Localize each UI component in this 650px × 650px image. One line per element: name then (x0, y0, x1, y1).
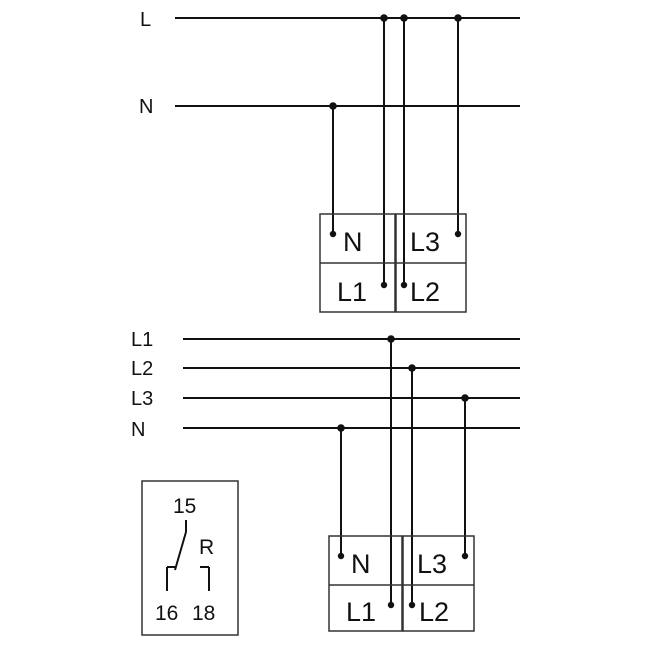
relay-switch-blade (174, 531, 187, 571)
terminal-dot (337, 552, 345, 560)
terminal-dot (387, 601, 395, 609)
relay-contact-symbol: 15 R 16 18 (141, 480, 239, 636)
terminal-block-right (402, 535, 475, 632)
terminal-label-l1: L1 (346, 597, 376, 627)
rail-label-n: N (139, 96, 153, 118)
terminal-dot (461, 552, 469, 560)
terminal-label-l3: L3 (417, 549, 447, 579)
terminal-dot (454, 230, 462, 238)
single-phase-diagram: L N N L3 L1 L2 (139, 9, 520, 313)
relay-label-symbol: R (199, 536, 214, 559)
terminal-label-n: N (343, 227, 363, 257)
rail-label-l3: L3 (131, 388, 153, 410)
relay-frame (141, 480, 239, 636)
relay-label-common: 15 (173, 495, 196, 518)
terminal-dot (400, 281, 408, 289)
terminal-label-l2: L2 (419, 597, 449, 627)
terminal-block: N L3 L1 L2 (319, 213, 467, 313)
rail-label-n: N (131, 419, 145, 441)
terminal-block: N L3 L1 L2 (328, 535, 475, 632)
three-phase-diagram: L1 L2 L3 N N L3 L1 L2 (131, 329, 520, 632)
terminal-label-n: N (351, 549, 371, 579)
rail-label-l1: L1 (131, 329, 153, 351)
terminal-dot (380, 281, 388, 289)
terminal-label-l3: L3 (410, 227, 440, 257)
rail-label-l2: L2 (131, 358, 153, 380)
terminal-dot (408, 601, 416, 609)
relay-label-contact-a: 16 (155, 602, 178, 625)
terminal-label-l1: L1 (337, 277, 367, 307)
rail-label-l: L (140, 9, 151, 31)
terminal-dot (329, 230, 337, 238)
relay-label-contact-b: 18 (192, 602, 215, 625)
terminal-block-left (328, 535, 403, 632)
terminal-label-l2: L2 (410, 277, 440, 307)
